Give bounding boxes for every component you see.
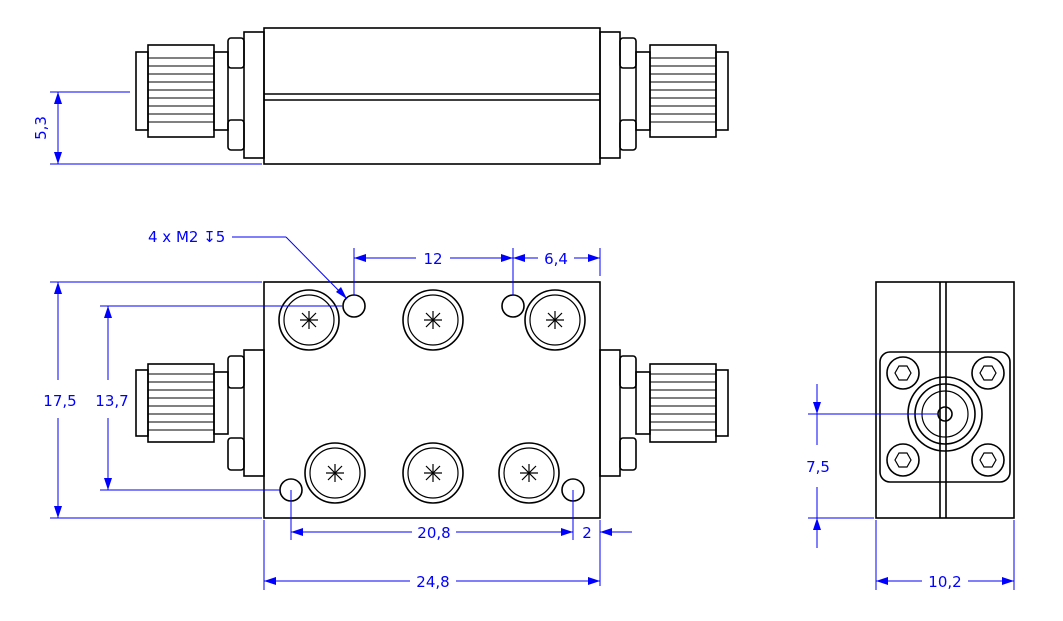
dim-label-body-width: 10,2 — [928, 573, 961, 591]
front-right-connector — [599, 349, 729, 477]
dim-hole-spacing: 12 — [353, 248, 601, 295]
dim-label-hole-callout: 4 x M2 ↧5 — [148, 228, 225, 246]
side-body — [875, 281, 1015, 519]
top-body — [263, 27, 601, 165]
dim-label-body-length: 24,8 — [416, 573, 449, 591]
front-body — [263, 281, 601, 519]
mounting-holes — [279, 294, 585, 502]
screw-bottom-1 — [304, 442, 366, 504]
dim-connector-height: 7,5 — [806, 384, 938, 548]
dim-label-hole-spacing: 12 — [423, 250, 442, 268]
dim-body-width: 10,2 — [875, 520, 1015, 591]
dim-edge-offset: 2 — [582, 520, 632, 586]
front-view: 4 x M2 ↧5 12 6,4 — [43, 228, 729, 591]
dim-top-height: 5,3 — [32, 91, 262, 165]
screw-top-1 — [278, 289, 340, 351]
dim-label-hole-pitch-horizontal: 20,8 — [417, 524, 450, 542]
side-view: 7,5 10,2 — [806, 281, 1015, 591]
dim-label-hole-pitch-vertical: 13,7 — [95, 392, 128, 410]
dim-label-hole-offset: 6,4 — [544, 250, 568, 268]
screw-top-2 — [402, 289, 464, 351]
dim-label-edge-offset: 2 — [582, 524, 592, 542]
dim-body-height: 17,5 — [43, 281, 262, 519]
dim-hole-pitch-horizontal: 20,8 — [290, 490, 574, 542]
dim-label-body-height: 17,5 — [43, 392, 76, 410]
screw-bottom-2 — [402, 442, 464, 504]
dim-hole-callout: 4 x M2 ↧5 — [148, 228, 348, 300]
dim-label-top-height: 5,3 — [32, 116, 50, 140]
screw-bottom-3 — [498, 442, 560, 504]
dim-hole-offset: 6,4 — [513, 250, 600, 268]
top-right-connector — [599, 31, 729, 159]
dim-label-connector-height: 7,5 — [806, 458, 830, 476]
screw-top-3 — [524, 289, 586, 351]
dim-body-length: 24,8 — [263, 520, 600, 591]
dim-hole-pitch-vertical: 13,7 — [95, 305, 342, 491]
front-left-connector — [135, 349, 265, 477]
top-view: 5,3 — [32, 27, 729, 165]
side-connector-flange — [879, 351, 1011, 483]
top-left-connector — [135, 31, 265, 159]
